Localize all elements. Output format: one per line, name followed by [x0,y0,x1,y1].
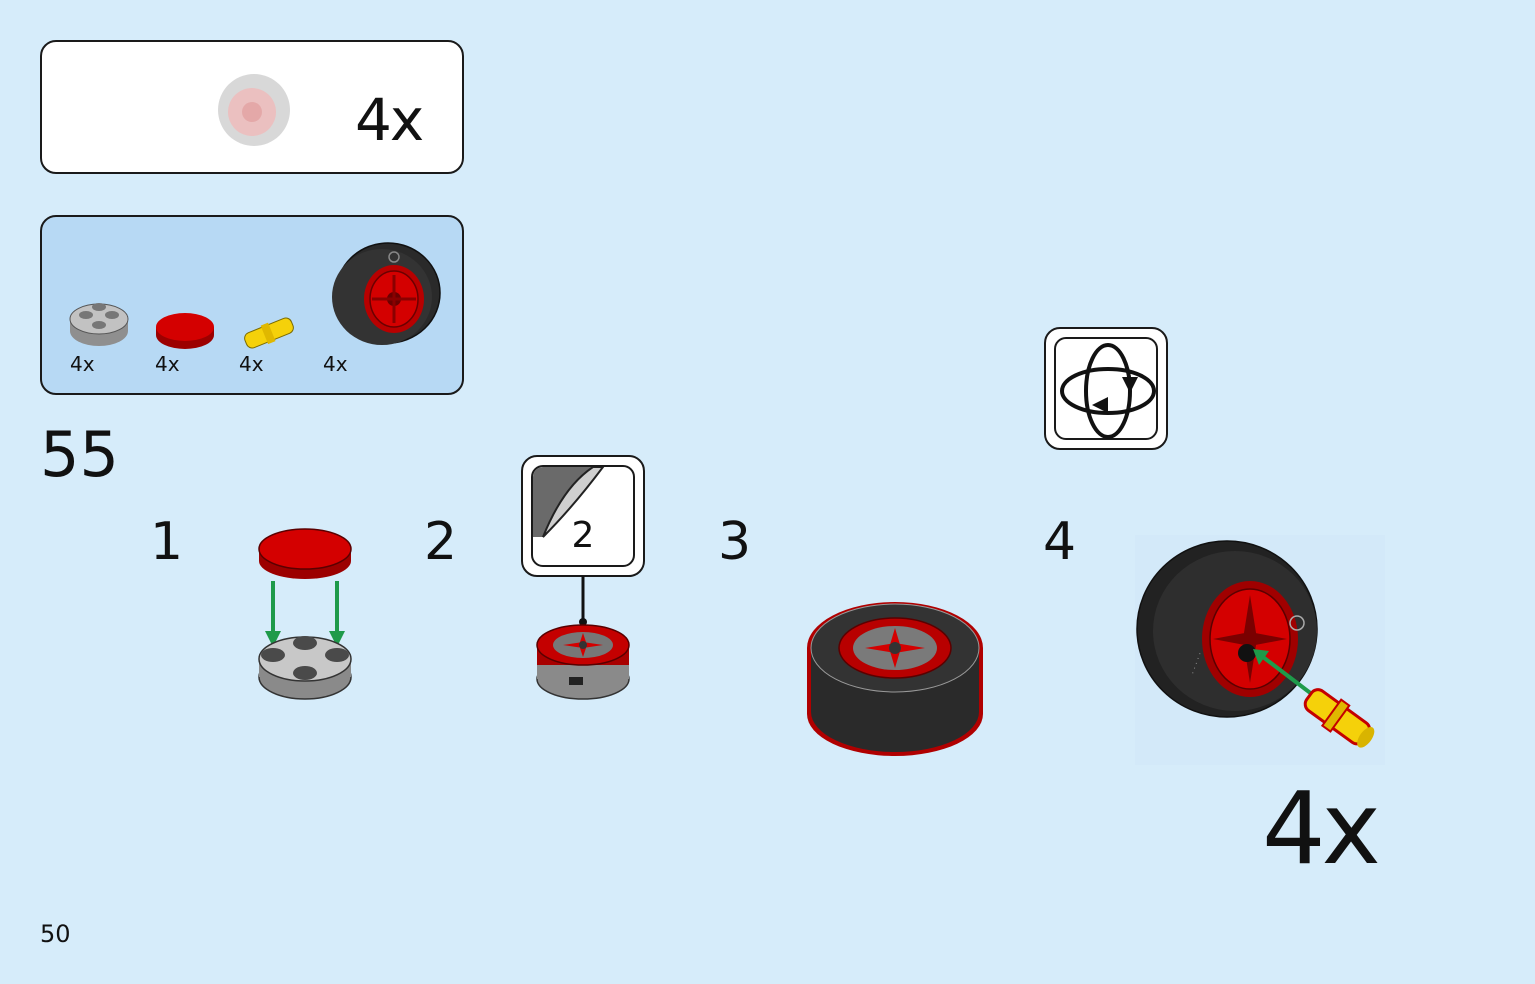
part-count-tile: 4x [155,352,180,376]
substep3-assembly [807,602,983,756]
substep-number-4: 4 [1043,512,1077,572]
rotate-model-icon [1054,337,1158,440]
sticker-icon: 2 [531,465,635,567]
sticker-number: 2 [571,515,595,556]
parts-list-box [40,215,464,395]
sticker-pointer-line [579,576,587,626]
part-count-plate: 4x [70,352,95,376]
faded-wheel-icon [218,74,290,146]
part-count-tire: 4x [323,352,348,376]
substep-number-2: 2 [424,512,458,572]
callout-box: 4x [40,40,464,174]
substep-number-1: 1 [150,512,184,572]
substep-number-3: 3 [718,512,752,572]
substep1-assembly [258,528,352,700]
callout-multiplier: 4x [355,86,424,154]
substep2-assembly [536,624,630,700]
page-number: 50 [40,920,71,948]
step-multiplier: 4x [1262,770,1381,887]
tire-wheel-icon [332,242,441,345]
round-plate-gray-icon [69,303,129,346]
round-tile-red-icon [156,313,214,349]
step-number: 55 [40,418,119,491]
substep4-assembly: · · · · · [1135,535,1385,765]
sticker-callout: 2 [521,455,645,577]
pin-yellow-icon [244,317,294,349]
rotate-callout [1044,327,1168,450]
part-count-pin: 4x [239,352,264,376]
